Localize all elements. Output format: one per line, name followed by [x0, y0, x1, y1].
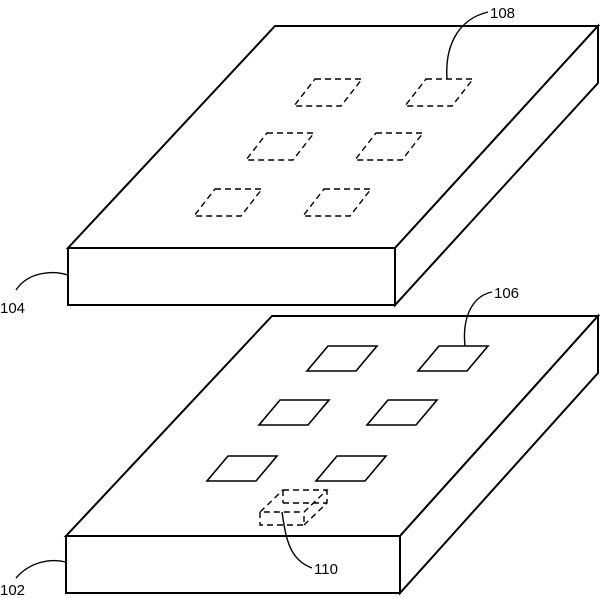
ref-label-106: 106: [494, 285, 519, 302]
lower-substrate-front-face: [66, 536, 400, 593]
upper-substrate-front-face: [68, 248, 395, 305]
ref-label-108: 108: [490, 5, 515, 22]
ref-label-104: 104: [0, 300, 25, 317]
ref-label-110: 110: [314, 561, 338, 578]
leader-102: [16, 561, 66, 578]
ref-label-102: 102: [0, 582, 25, 598]
leader-104: [16, 273, 68, 290]
upper-substrate: [68, 26, 598, 305]
